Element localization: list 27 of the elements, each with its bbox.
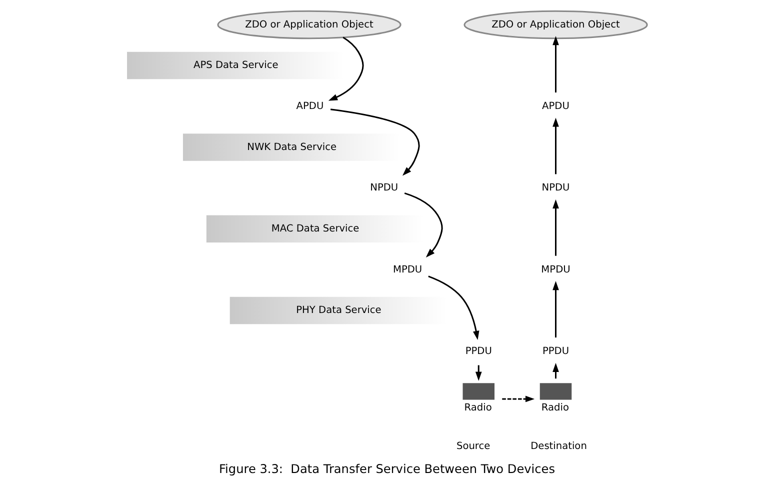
node-text: PPDU: [542, 346, 570, 357]
node-text: APDU: [296, 100, 324, 112]
node-text: APDU: [542, 100, 570, 112]
caption: Figure 3.3: Data Transfer Service Between Two Devices: [218, 462, 556, 476]
node-text: MPDU: [541, 264, 570, 276]
node-ellipse: ZDO or Application Object: [217, 10, 402, 40]
node-label: Radio: [464, 402, 492, 414]
arrow: [552, 36, 559, 92]
node-text: PPDU: [465, 346, 492, 357]
arrow: [330, 108, 420, 176]
node-text: NPDU: [370, 182, 398, 194]
label: Destination: [530, 441, 587, 452]
node-label: Radio: [541, 402, 569, 414]
node-ellipse: ZDO or Application Object: [464, 10, 648, 40]
node-box: [462, 383, 494, 400]
arrow: [552, 118, 559, 174]
node-box: [540, 383, 572, 400]
node-text: MPDU: [392, 264, 422, 276]
arrow: [404, 192, 443, 258]
label: Source: [456, 441, 490, 452]
arrow: [328, 36, 364, 101]
arrow: [475, 365, 482, 381]
arrow: [428, 276, 480, 340]
arrow: [552, 199, 559, 256]
arrow: [552, 281, 559, 338]
node-text: NPDU: [542, 182, 570, 194]
arrow: [502, 396, 535, 402]
